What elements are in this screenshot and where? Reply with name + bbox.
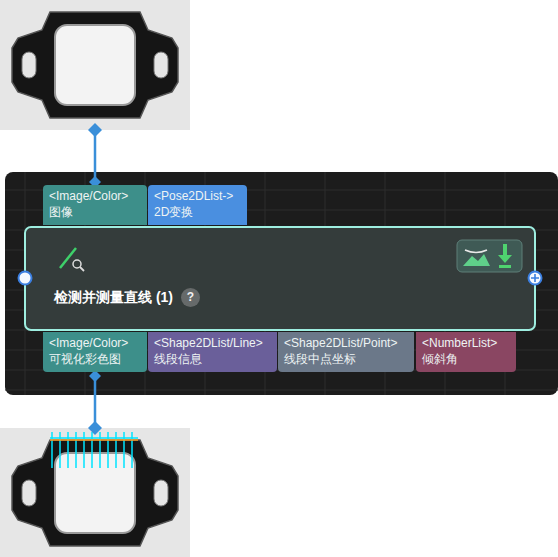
help-badge: ? [181,288,200,307]
port-name: 图像 [49,204,141,220]
bracket-slot [22,52,36,78]
step-icon [60,248,84,271]
bracket-slot [154,480,168,506]
wire-diamond [88,421,102,435]
output-port: <Shape2DList/Line>线段信息 [148,332,277,372]
output-port: <Image/Color>可视化彩色图 [43,332,147,372]
port-name: 线段信息 [154,351,271,367]
port-name: 可视化彩色图 [49,351,141,367]
canvas-grid [5,172,558,395]
plus-sign [531,274,539,282]
eye-icon [465,250,487,253]
image-wire [94,131,97,183]
title-row: 检测并测量直线 (1)? [54,288,200,307]
input-port: <Pose2DList->2D变换 [148,185,247,225]
caliper-line [123,432,125,468]
bracket-hole [55,25,135,105]
button-frame [457,240,522,272]
bracket-outline [12,12,178,118]
caliper-line [59,432,61,468]
output-image [0,428,190,557]
edge-points [50,439,138,441]
download-icon [503,244,507,256]
input-port-dot [19,272,32,285]
caliper-line [83,432,85,468]
fit-line [50,437,138,439]
port-type: <Shape2DList/Line> [154,335,271,351]
image-icon [463,254,490,266]
caliper-line [67,432,69,468]
caliper-line [99,432,101,468]
bracket-slot [154,52,168,78]
port-type: <Pose2DList-> [154,188,241,204]
detected-lines [50,432,138,468]
output-port: <NumberList>倾斜角 [416,332,516,372]
magnifier-handle [80,267,84,271]
port-name: 倾斜角 [422,351,510,367]
bracket-part [12,440,178,546]
port-name: 2D变换 [154,204,241,220]
caliper-line [107,432,109,468]
input-port: <Image/Color>图像 [43,185,147,225]
step-box-body [25,227,535,330]
canvas-panel [5,172,558,395]
port-type: <Image/Color> [49,335,141,351]
port-type: <NumberList> [422,335,510,351]
output-port: <Shape2DList/Point>线段中点坐标 [278,332,414,372]
step-title: 检测并测量直线 (1) [54,289,173,307]
download-icon [498,255,512,263]
step-box: 检测并测量直线 (1)? [25,227,535,330]
caliper-line [75,432,77,468]
caliper-line [91,432,93,468]
port-name: 线段中点坐标 [284,351,408,367]
output-port-dot [529,272,542,285]
bracket-hole [55,453,135,533]
magnifier-icon [73,260,81,268]
port-type: <Shape2DList/Point> [284,335,408,351]
caliper-line [131,432,133,468]
bracket-slot [22,480,36,506]
image-wire [94,376,97,427]
input-image [0,0,190,130]
port-type: <Image/Color> [49,188,141,204]
caliper-line [51,432,53,468]
bracket-outline [12,440,178,546]
grid-line [5,390,558,391]
download-icon [499,265,511,268]
caliper-line [115,432,117,468]
wire-diamond [88,123,102,137]
bracket-part [12,12,178,118]
visualize-button [457,240,522,272]
